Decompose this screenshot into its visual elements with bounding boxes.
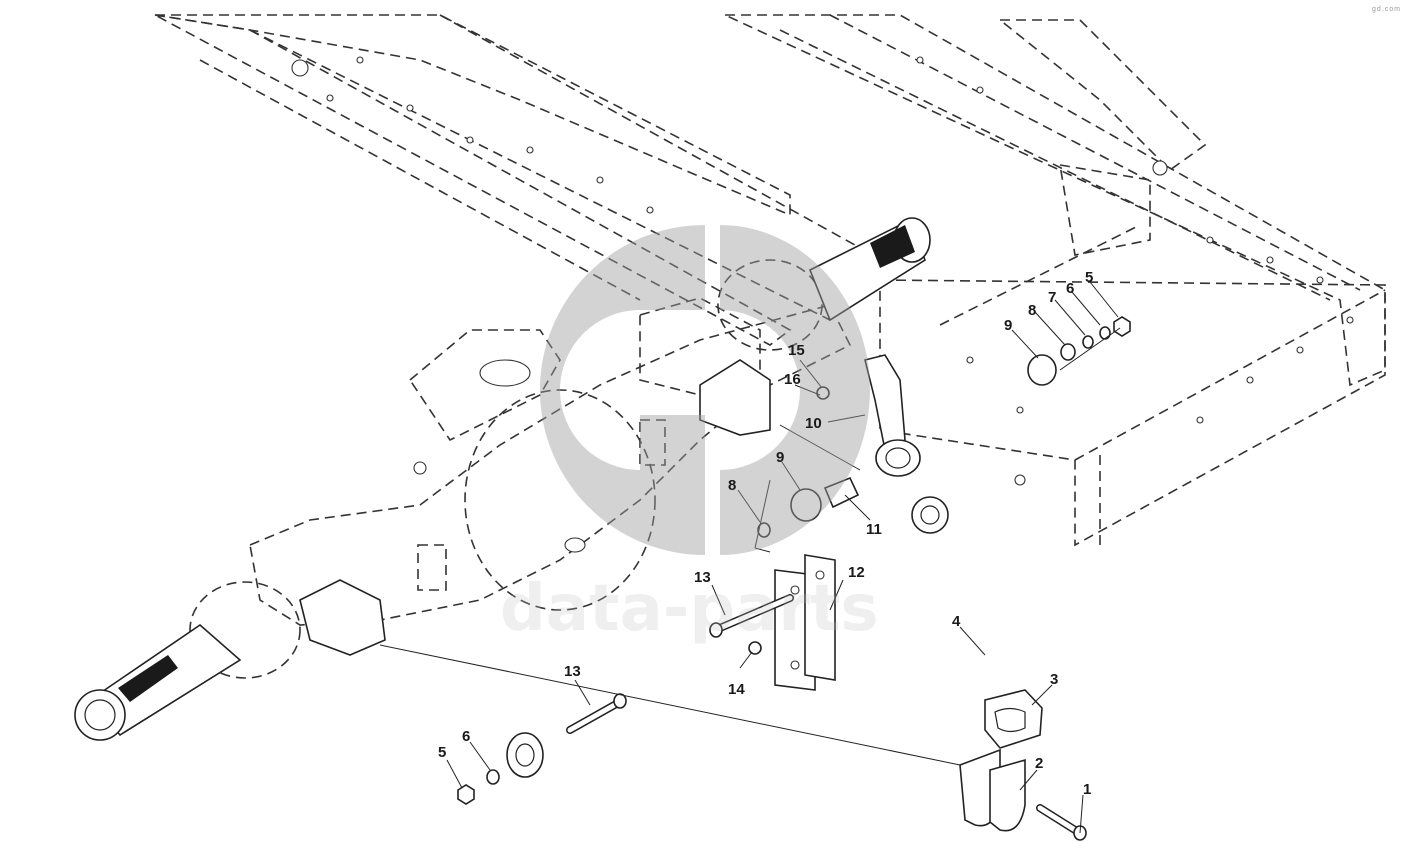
callout-1: 1 [1083,781,1091,798]
axle-housing [74,217,931,741]
watermark-monogram [539,224,705,555]
frame-holes [291,56,1354,486]
nut-14 [748,641,762,655]
nut-15 [816,386,830,400]
callout-12: 12 [848,564,865,581]
callout-9-upper: 9 [1004,317,1012,334]
sleeve-11 [823,476,860,509]
part-callouts: 1 2 3 4 5 6 5 6 7 8 9 8 9 10 11 12 13 13… [438,269,1093,798]
callout-11: 11 [866,521,882,538]
washer-7 [1082,335,1094,349]
bolt-13-upper [709,594,794,638]
chassis-frame [154,14,1386,547]
leader-lines [379,281,1121,834]
bushing-9-upper [1027,354,1057,386]
callout-3: 3 [1050,671,1058,688]
watermark: data-parts [500,224,879,646]
bushing-3 [984,689,1043,749]
callout-10: 10 [805,415,822,432]
stabilizer-link [864,354,921,477]
washer-6-lower [486,769,500,785]
washer-8-middle [757,522,771,538]
callout-6-lower: 6 [462,728,470,745]
washer-6-upper [1099,326,1111,340]
stabilizer-bar [506,496,1109,867]
callout-14: 14 [728,681,745,698]
bolt-1 [1036,804,1087,841]
callout-13-lower: 13 [564,663,581,680]
callout-9-middle: 9 [776,449,784,466]
callout-16: 16 [784,371,801,388]
callout-6-upper: 6 [1066,280,1074,297]
nut-5-upper [1113,316,1131,337]
callout-13-upper: 13 [694,569,711,586]
corner-watermark: gd.com [1372,6,1401,13]
callout-5-lower: 5 [438,744,446,761]
callout-8-middle: 8 [728,477,736,494]
bushing-9-middle [790,488,822,522]
watermark-monogram-d [720,225,870,555]
watermark-text: data-parts [500,572,879,646]
callout-15: 15 [788,342,805,359]
left-wheel-hub [74,581,301,741]
callout-5-upper: 5 [1085,269,1093,286]
hardware-parts [457,316,1131,841]
bracket-12 [774,554,836,691]
clamp-2 [959,748,1026,832]
washer-8-upper [1060,343,1076,361]
callout-8-upper: 8 [1028,302,1036,319]
right-wheel-hub [717,217,931,351]
bolt-13-lower [566,693,627,734]
nut-5-lower [457,784,475,805]
callout-7: 7 [1048,289,1056,306]
callout-4: 4 [952,613,961,630]
callout-2: 2 [1035,755,1043,772]
